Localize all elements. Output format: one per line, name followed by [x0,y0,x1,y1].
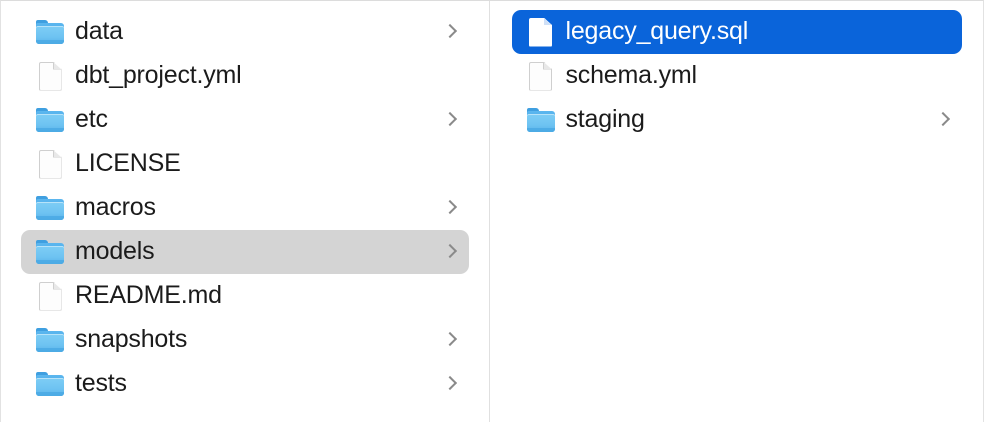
chevron-right-icon[interactable] [443,374,457,394]
file-row[interactable]: dbt_project.yml [21,54,469,98]
chevron-spacer [443,66,457,86]
file-column-right[interactable]: legacy_query.sql schema.yml staging [489,1,983,422]
file-name-label: staging [565,105,645,133]
folder-icon [35,107,65,133]
chevron-right-icon[interactable] [443,330,457,350]
file-name-label: models [75,237,155,265]
chevron-right-icon[interactable] [443,198,457,218]
file-row[interactable]: tests [21,362,469,406]
file-name-label: snapshots [75,325,188,353]
document-icon [38,281,62,311]
folder-icon [35,239,65,265]
file-row[interactable]: legacy_query.sql [511,10,962,54]
chevron-right-icon[interactable] [443,22,457,42]
file-name-label: tests [75,369,127,397]
file-row[interactable]: README.md [21,274,469,318]
document-icon [38,149,62,179]
chevron-right-icon[interactable] [443,242,457,262]
file-icon-slot [524,103,558,137]
folder-icon [35,195,65,221]
file-row[interactable]: staging [512,98,963,142]
file-icon-slot [524,59,558,93]
folder-icon [35,371,65,397]
folder-icon [35,327,65,353]
file-name-label: README.md [75,281,222,309]
file-icon-slot [33,103,67,137]
file-icon-slot [33,59,67,93]
document-icon [529,17,552,47]
chevron-spacer [936,66,950,86]
file-icon-slot [33,191,67,225]
file-icon-slot [33,15,67,49]
folder-icon [35,19,65,45]
chevron-spacer [443,154,457,174]
chevron-right-icon[interactable] [443,110,457,130]
file-icon-slot [33,323,67,357]
file-row[interactable]: etc [21,98,469,142]
file-name-label: legacy_query.sql [565,17,749,45]
file-name-label: macros [75,193,156,221]
file-row[interactable]: LICENSE [21,142,469,186]
file-name-label: schema.yml [565,61,698,89]
file-icon-slot [33,279,67,313]
file-icon-slot [33,367,67,401]
chevron-right-icon[interactable] [936,110,950,130]
file-name-label: data [75,17,123,45]
document-icon [38,61,62,91]
file-row[interactable]: macros [21,186,469,230]
folder-icon [526,107,556,133]
file-row[interactable]: data [21,10,469,54]
chevron-spacer [443,286,457,306]
file-icon-slot [524,15,558,49]
file-row[interactable]: schema.yml [512,54,963,98]
chevron-spacer [936,22,950,42]
file-row[interactable]: snapshots [21,318,469,362]
file-row[interactable]: models [21,230,469,274]
document-icon [529,61,552,91]
file-name-label: LICENSE [75,149,181,177]
file-name-label: etc [75,105,108,133]
file-name-label: dbt_project.yml [75,61,242,89]
file-icon-slot [33,235,67,269]
file-icon-slot [33,147,67,181]
